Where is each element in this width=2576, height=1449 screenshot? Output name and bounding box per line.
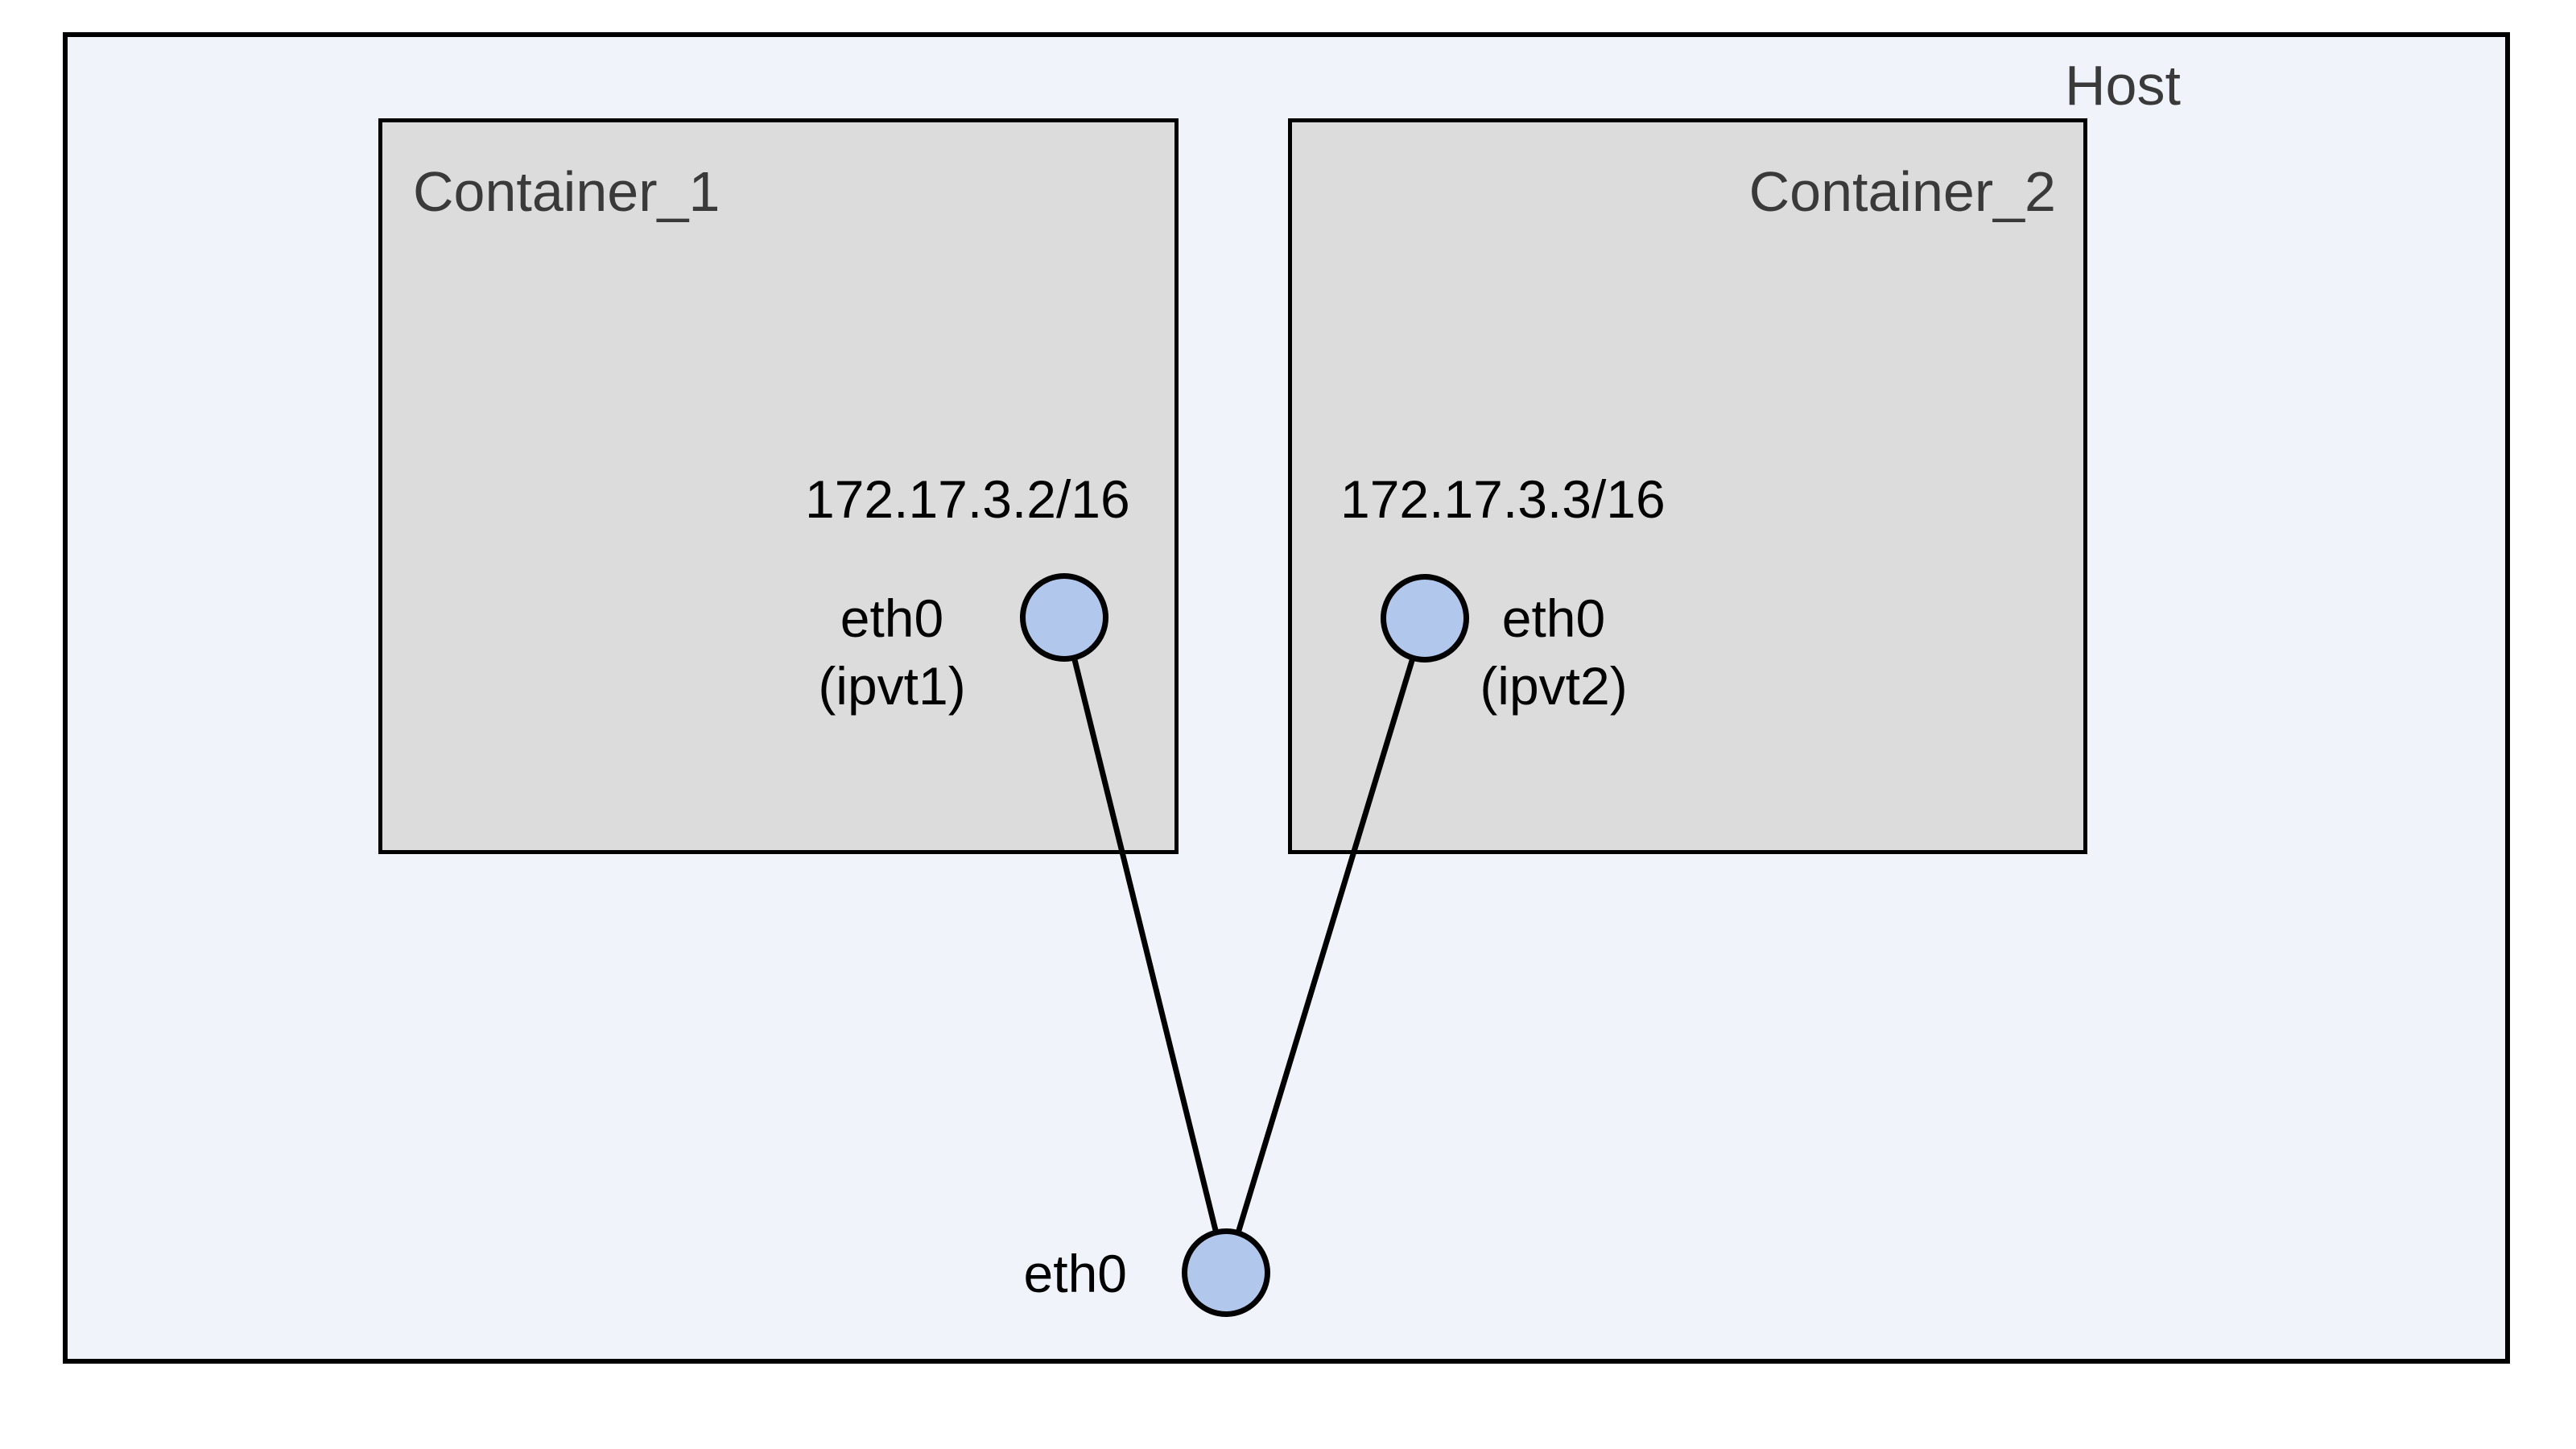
host-label: Host <box>2065 54 2181 117</box>
container-1-ipvt-label: (ipvt1) <box>818 656 966 716</box>
container-2-ip-label: 172.17.3.3/16 <box>1340 469 1666 529</box>
host-eth0-node <box>1182 1228 1270 1317</box>
container-2-label: Container_2 <box>1748 160 2056 223</box>
container-1-eth0-node <box>1020 573 1108 662</box>
container-2-eth0-node <box>1381 574 1469 663</box>
container-1-label: Container_1 <box>413 160 720 223</box>
host-eth0-label: eth0 <box>1023 1244 1127 1303</box>
container-1-ip-label: 172.17.3.2/16 <box>805 469 1130 529</box>
container-1-box <box>378 118 1179 854</box>
container-2-interface-label: eth0 (ipvt2) <box>1433 584 1674 720</box>
container-2-ipvt-label: (ipvt2) <box>1480 656 1628 716</box>
container-1-interface-label: eth0 (ipvt1) <box>771 584 1013 720</box>
container-1-eth0-label: eth0 <box>840 588 944 648</box>
container-2-eth0-label: eth0 <box>1501 588 1606 648</box>
